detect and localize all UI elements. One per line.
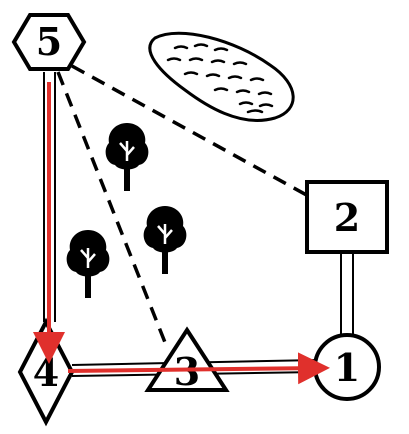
node-1: 1 <box>313 333 381 401</box>
tree-icon <box>143 206 187 274</box>
node-5: 5 <box>11 13 87 71</box>
svg-text:1: 1 <box>334 345 360 390</box>
node-2: 2 <box>305 180 389 254</box>
route-arrow-4-1 <box>67 352 330 385</box>
svg-text:2: 2 <box>334 195 360 240</box>
tree-icon <box>105 123 149 191</box>
edge-2-1 <box>340 252 354 334</box>
svg-text:4: 4 <box>33 350 59 395</box>
edge-5-3 <box>56 71 170 351</box>
svg-text:5: 5 <box>36 19 62 64</box>
tree-icon <box>66 230 110 298</box>
pond-icon <box>148 31 295 122</box>
edge-5-4 <box>43 72 56 322</box>
node-4: 4 <box>17 317 75 427</box>
